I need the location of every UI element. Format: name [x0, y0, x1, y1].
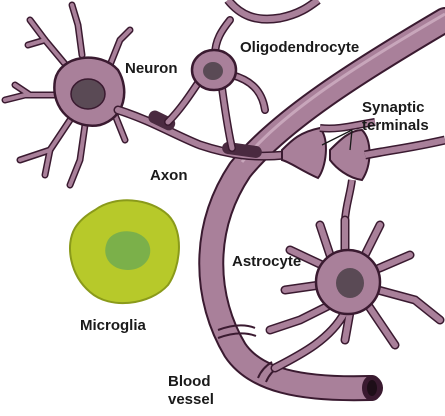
label-neuron: Neuron: [125, 60, 178, 77]
oligodendrocyte-nucleus: [203, 62, 223, 80]
astrocyte-nucleus: [336, 268, 364, 298]
neuron-nucleus: [70, 78, 106, 110]
oligodendrocyte-top-process: [224, 0, 321, 24]
astrocyte-cell: [265, 215, 445, 373]
label-axon: Axon: [150, 167, 188, 184]
synaptic-terminal-1: [281, 126, 327, 180]
label-blood-line1: Blood: [168, 373, 211, 390]
synaptic-pointer-lines: [321, 129, 353, 151]
oligodendrocyte-cell: [164, 16, 269, 152]
microglia-cell: [69, 199, 180, 305]
label-oligodendrocyte: Oligodendrocyte: [240, 39, 359, 56]
label-synaptic-line1: Synaptic: [362, 99, 425, 116]
microglia-nucleus: [105, 231, 151, 270]
blood-vessel: [198, 7, 445, 402]
label-synaptic-line2: terminals: [362, 117, 429, 134]
label-microglia: Microglia: [80, 317, 147, 334]
neuron-cell: [1, 1, 134, 189]
label-blood-line2: vessel: [168, 391, 214, 408]
label-astrocyte: Astrocyte: [232, 253, 301, 270]
